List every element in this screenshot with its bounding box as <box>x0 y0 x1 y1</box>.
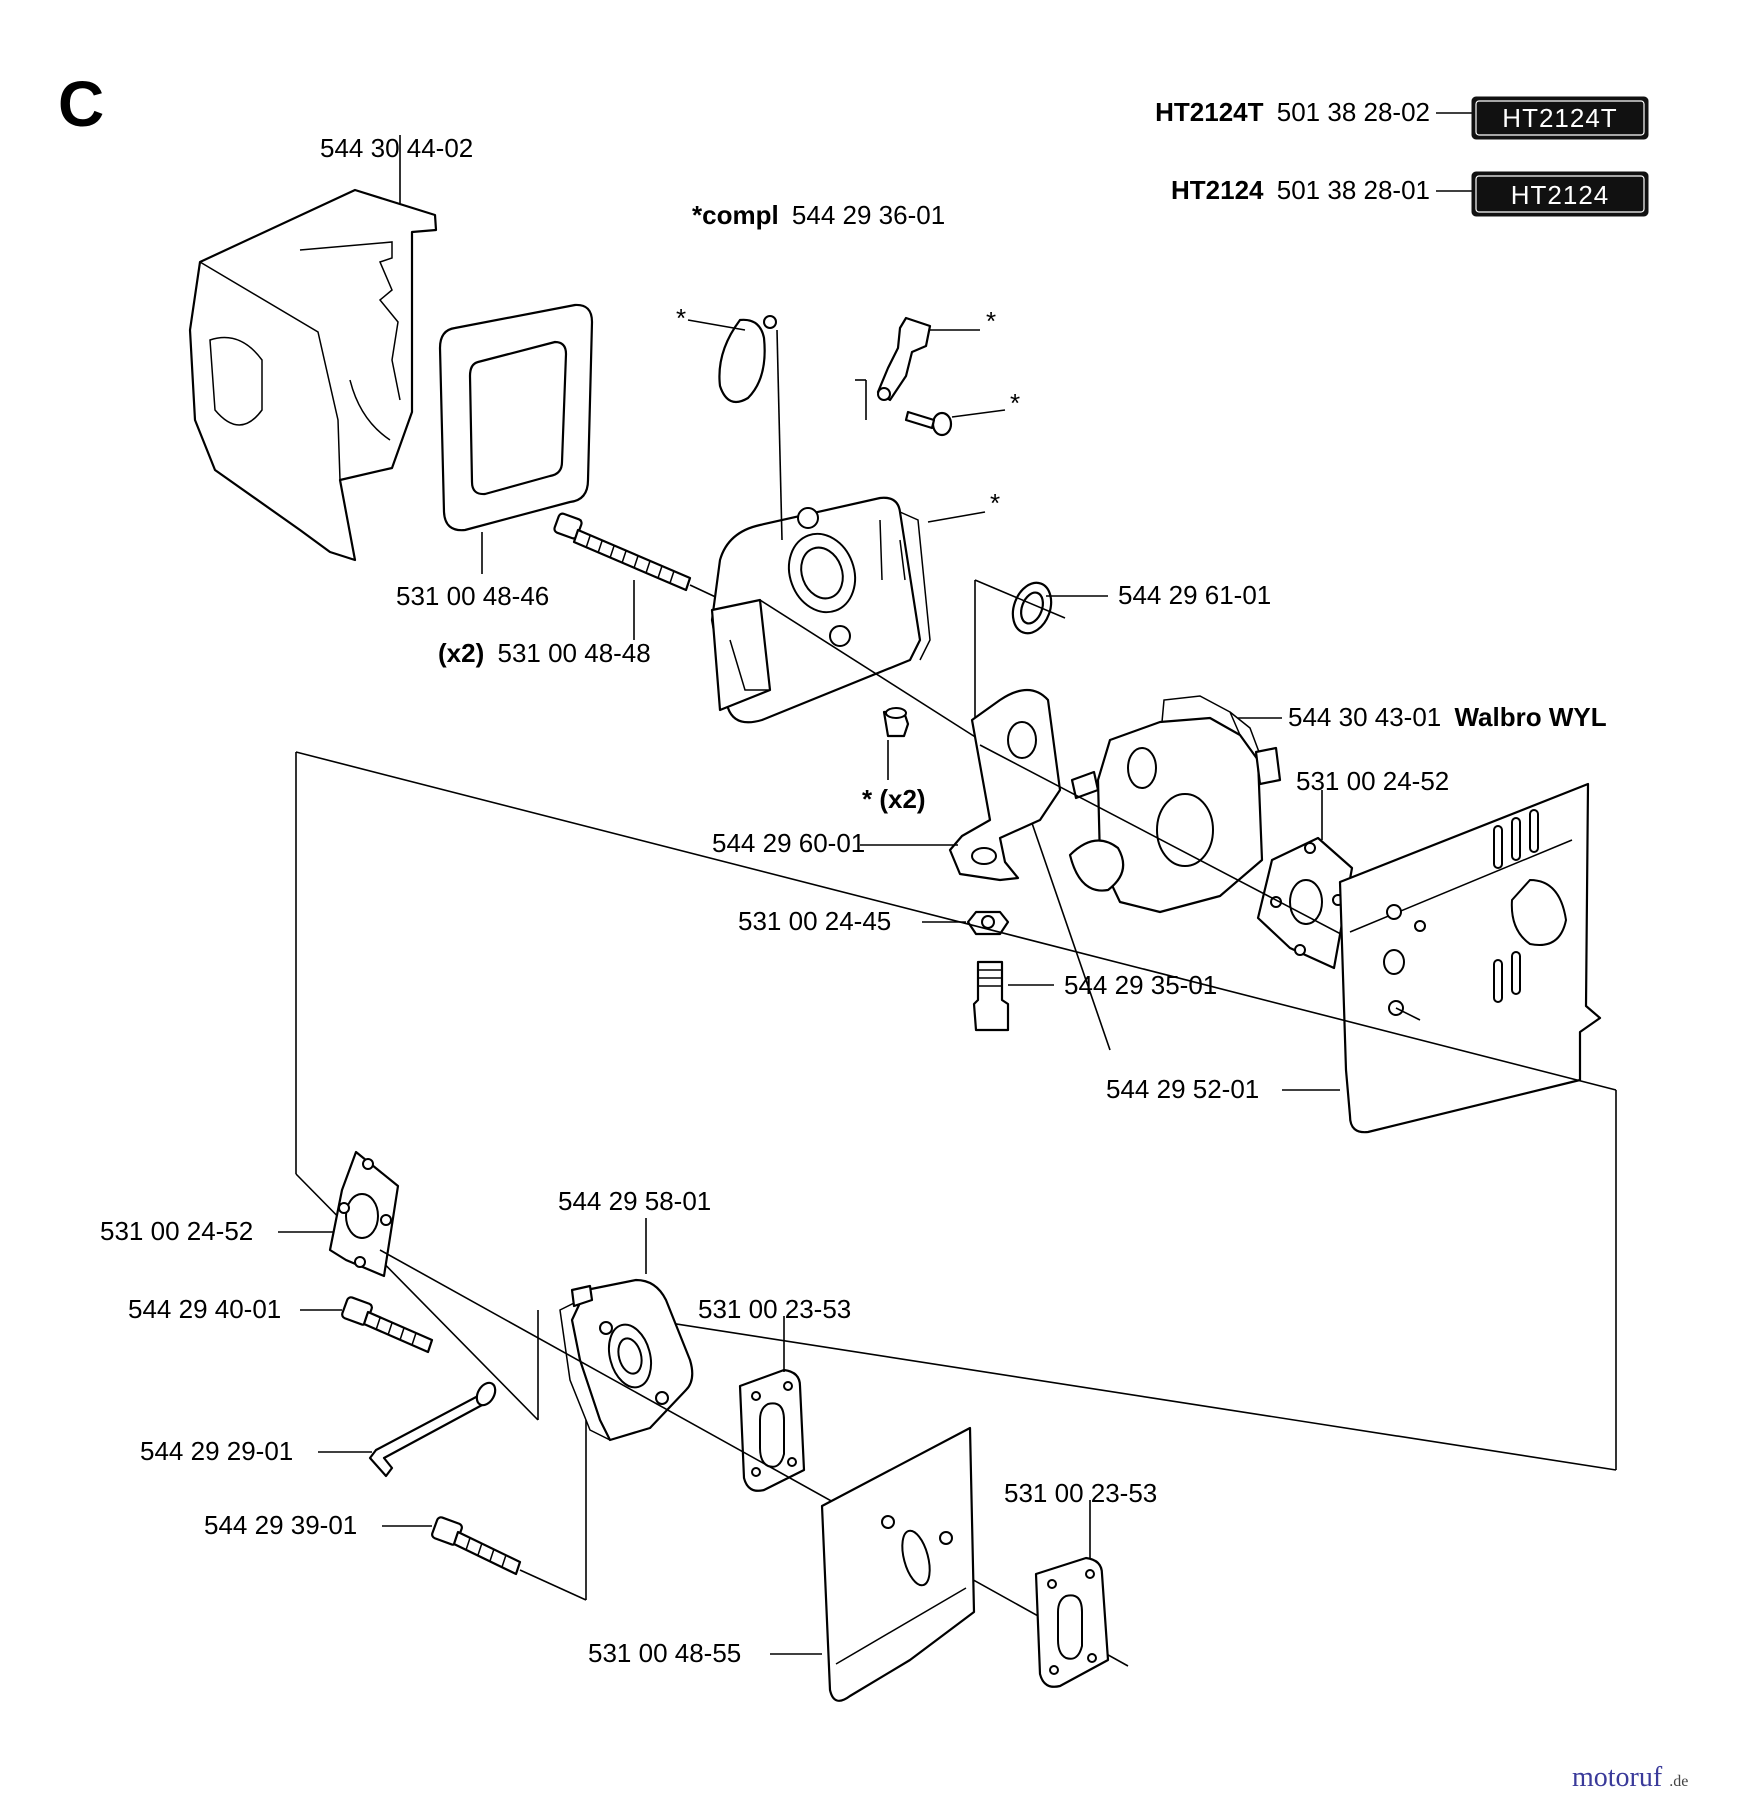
label-spacer: * (x2) <box>862 784 926 814</box>
svg-text:* (x2): * (x2) <box>862 784 926 814</box>
choke-flap <box>718 315 777 404</box>
label-star-4: * <box>990 488 1000 518</box>
label-gasket-mid: 531 00 23-53 <box>698 1294 851 1324</box>
model-row-ht2124: HT2124 501 38 28-01 HT2124 <box>1171 171 1649 217</box>
air-filter-cover <box>188 188 438 562</box>
label-plate: 544 29 52-01 <box>1106 1074 1259 1104</box>
label-carb-brand: Walbro WYL <box>1454 702 1606 732</box>
nipple <box>972 960 1010 1032</box>
label-gasket-low: 531 00 23-53 <box>1004 1478 1157 1508</box>
label-bolt-a: 544 29 40-01 <box>128 1294 281 1324</box>
watermark-logo: motoruf .de <box>1572 1762 1688 1793</box>
label-bolt-b: 544 29 39-01 <box>204 1510 357 1540</box>
label-heat-shield: 531 00 48-55 <box>588 1638 741 1668</box>
label-screw: 531 00 48-48 <box>497 638 650 668</box>
filter-housing <box>710 496 931 724</box>
label-carb: 544 30 43-01 <box>1288 702 1441 732</box>
model-badge <box>1471 171 1649 217</box>
svg-text:HT2124T 501 38 28-02: HT2124T 501 38 28-02 <box>1155 97 1430 127</box>
section-letter: C <box>58 68 104 140</box>
gasket-left <box>328 1150 400 1278</box>
intake-manifold <box>559 1278 694 1442</box>
label-cover: 544 30 44-02 <box>320 133 473 163</box>
model-row-ht2124t: HT2124T 501 38 28-02 HT2124T <box>1155 96 1649 140</box>
model-part-number: 501 38 28-02 <box>1277 97 1430 127</box>
heat-shield <box>820 1426 976 1702</box>
svg-text:motoruf .de: motoruf .de <box>1572 1762 1688 1793</box>
svg-text:HT2124 501 38 28-01: HT2124 501 38 28-01 <box>1171 175 1430 205</box>
model-badge <box>1471 96 1649 140</box>
model-name: HT2124T <box>1155 97 1263 127</box>
gasket-mid <box>738 1368 806 1492</box>
label-bracket: 544 29 60-01 <box>712 828 865 858</box>
compl-label: *compl 544 29 36-01 <box>692 200 945 230</box>
svg-text:(x2) 531 00 48-48: (x2) 531 00 48-48 <box>438 638 651 668</box>
mounting-plate <box>1338 782 1602 1134</box>
label-star-2: * <box>986 306 996 336</box>
gasket-low <box>1034 1556 1110 1688</box>
label-air-filter: 531 00 48-46 <box>396 581 549 611</box>
bracket <box>948 688 1062 882</box>
label-star-1: * <box>676 303 686 333</box>
label-ring: 544 29 61-01 <box>1118 580 1271 610</box>
bolt-a <box>341 1296 434 1354</box>
label-gasket-top: 531 00 24-52 <box>1296 766 1449 796</box>
spacer <box>882 707 910 738</box>
label-gasket-left: 531 00 24-52 <box>100 1216 253 1246</box>
nut <box>966 910 1010 936</box>
o-ring <box>1011 581 1053 635</box>
bolt-b <box>431 1516 522 1576</box>
label-intake: 544 29 58-01 <box>558 1186 711 1216</box>
carburetor <box>1068 695 1282 914</box>
rod <box>368 1381 497 1478</box>
label-screw-prefix: (x2) <box>438 638 484 668</box>
choke-screw <box>904 410 953 437</box>
model-name: HT2124 <box>1171 175 1264 205</box>
label-nut: 531 00 24-45 <box>738 906 891 936</box>
label-rod: 544 29 29-01 <box>140 1436 293 1466</box>
gasket-top <box>1256 836 1354 970</box>
svg-text:544 30 43-01 Walbro WYL: 544 30 43-01 Walbro WYL <box>1288 702 1607 732</box>
model-part-number: 501 38 28-01 <box>1277 175 1430 205</box>
long-screw <box>553 512 692 592</box>
air-filter <box>438 303 594 532</box>
label-nipple: 544 29 35-01 <box>1064 970 1217 1000</box>
label-star-3: * <box>1010 388 1020 418</box>
choke-lever <box>876 316 932 402</box>
model-badge-text: HT2124T <box>1502 103 1617 133</box>
model-badge-text: HT2124 <box>1511 180 1610 210</box>
